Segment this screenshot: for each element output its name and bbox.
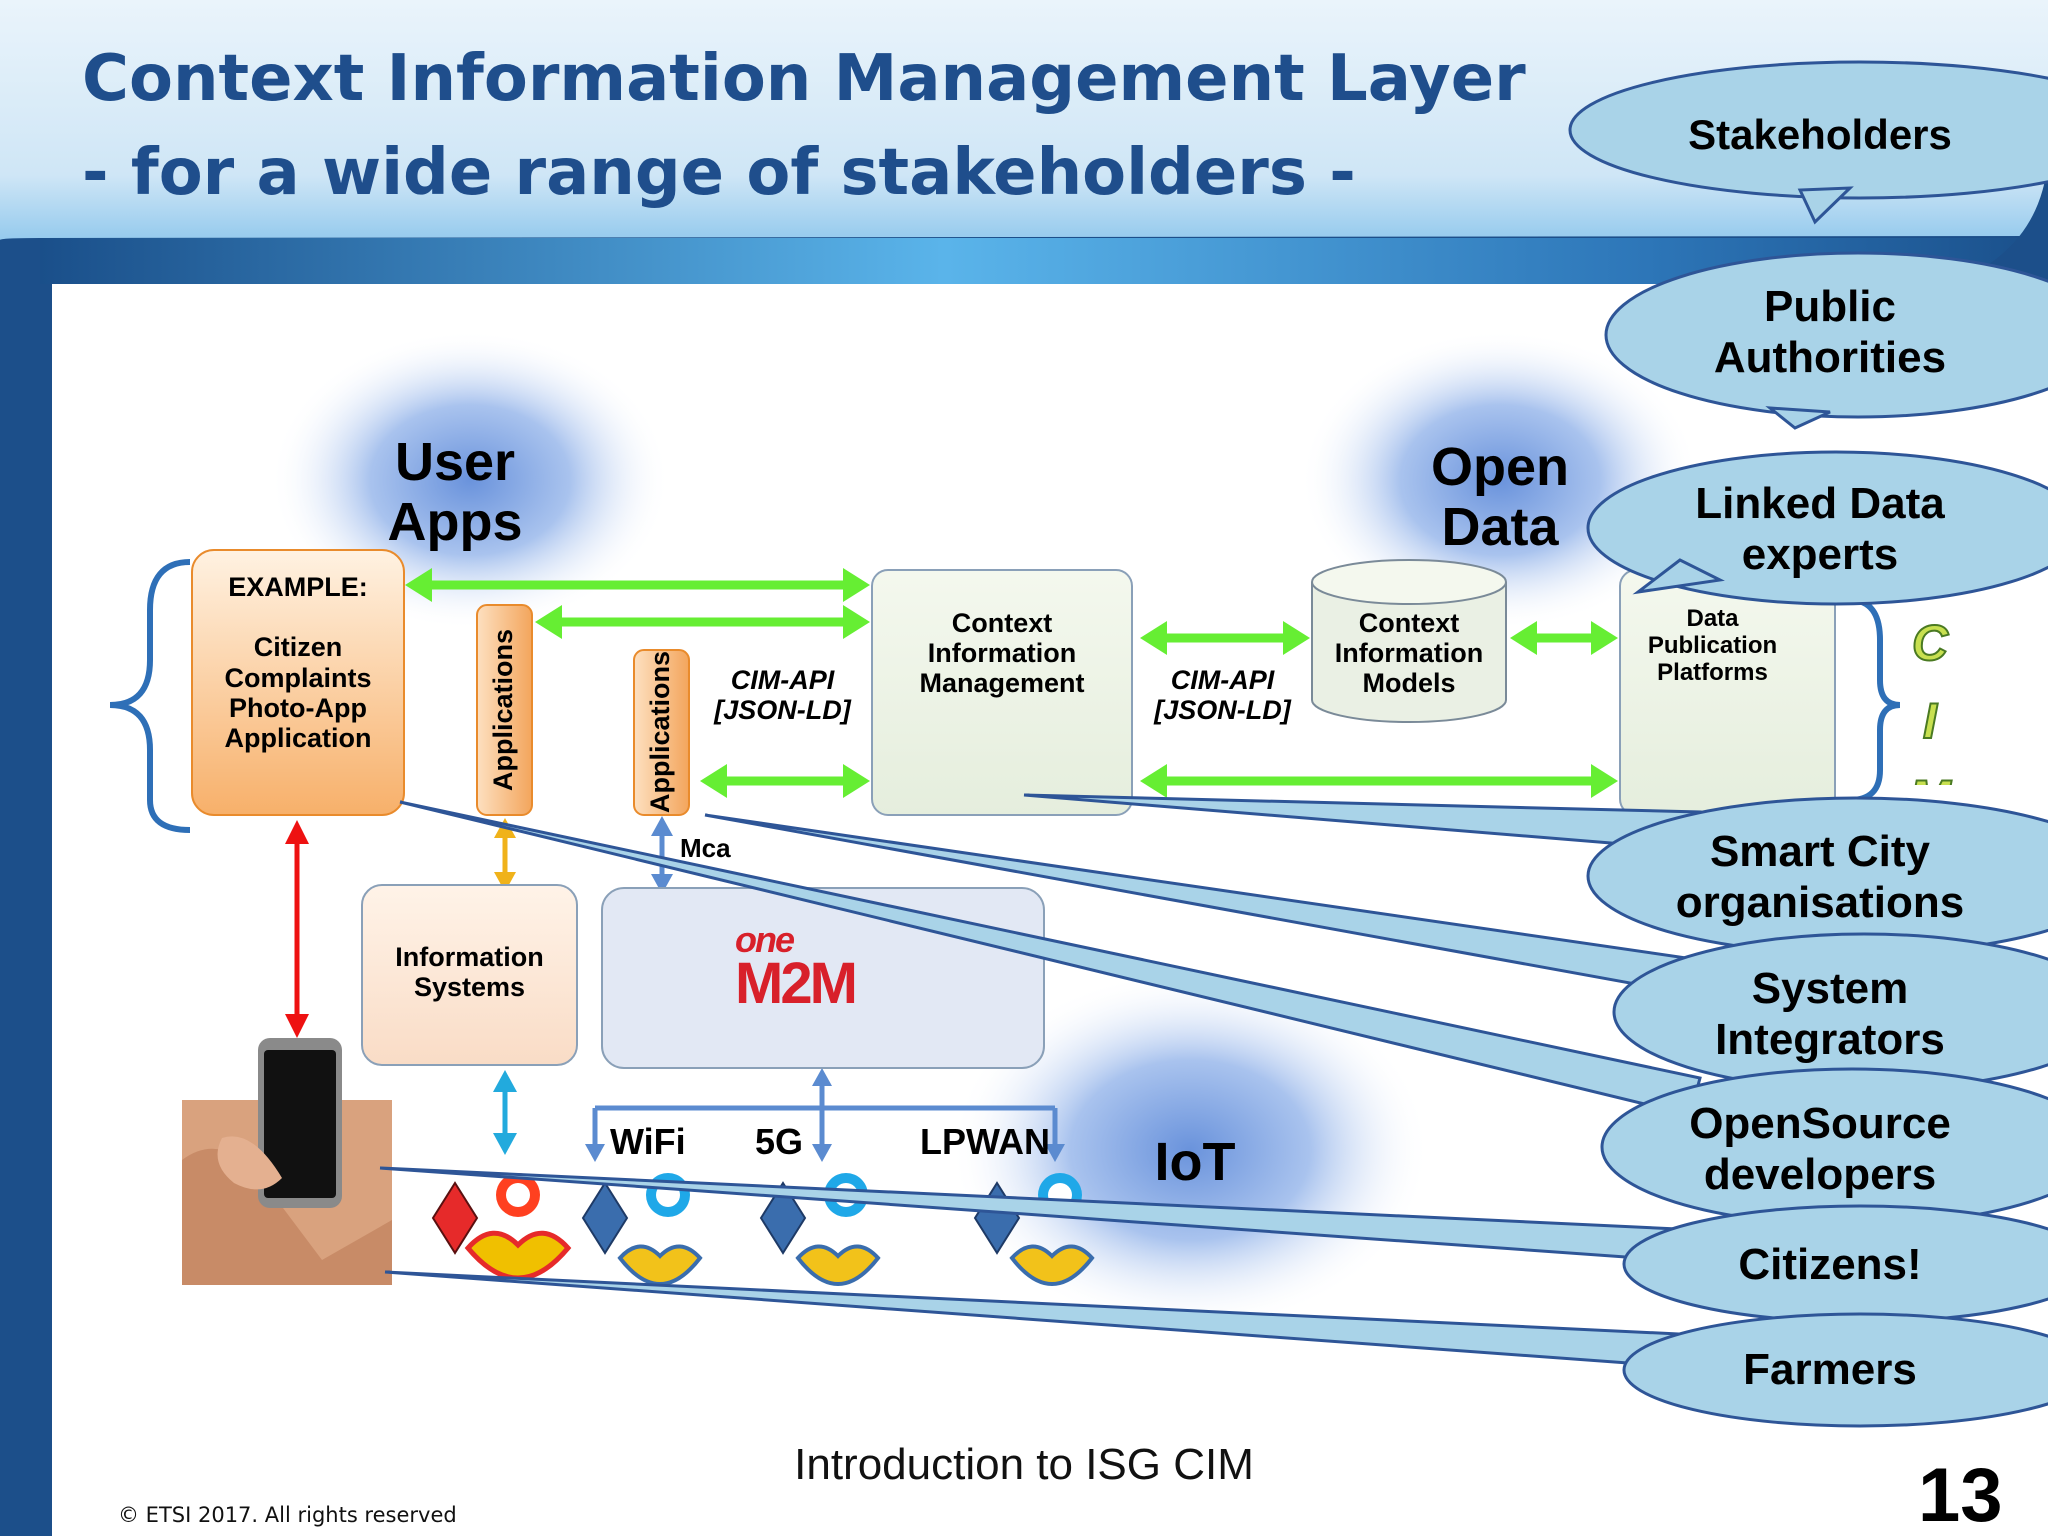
label-wifi: WiFi bbox=[610, 1121, 686, 1162]
label-cim-api-1: CIM-API [JSON-LD] bbox=[714, 665, 851, 726]
label-mca: Mca bbox=[680, 833, 731, 863]
bubble-public-authorities: Public Authorities bbox=[1713, 281, 1947, 382]
cloud-iot: IoT bbox=[1154, 1132, 1236, 1192]
bubble-opensource-developers: OpenSource developers bbox=[1689, 1099, 1951, 1199]
slide-title-line1: Context Information Management Layer bbox=[82, 42, 1526, 116]
label-lpwan: LPWAN bbox=[920, 1121, 1050, 1162]
box-context-information-models: Context Information Models bbox=[1334, 608, 1484, 699]
box-example-app: EXAMPLE: Citizen Complaints Photo-App Ap… bbox=[224, 572, 372, 754]
label-5g: 5G bbox=[755, 1121, 804, 1162]
bubble-linked-data-experts: Linked Data experts bbox=[1695, 479, 1945, 579]
onem2m-logo-top: one bbox=[735, 919, 795, 960]
box-applications-2: Applications bbox=[645, 651, 675, 814]
slide-title-line2: - for a wide range of stakeholders - bbox=[82, 136, 1356, 210]
bubble-smart-city-organisations: Smart City organisations bbox=[1675, 827, 1965, 927]
label-cim-vertical: C I M bbox=[1908, 614, 1952, 785]
box-applications-1: Applications bbox=[488, 629, 518, 792]
label-cim-api-2: CIM-API [JSON-LD] bbox=[1154, 665, 1291, 726]
bubble-system-integrators: System Integrators bbox=[1715, 964, 1945, 1064]
copyright-notice: © ETSI 2017. All rights reserved bbox=[118, 1503, 457, 1527]
onem2m-logo-bottom: M2M bbox=[735, 951, 858, 1016]
cloud-user-apps: User Apps bbox=[387, 432, 523, 553]
box-information-systems: Information Systems bbox=[395, 942, 544, 1003]
bubble-farmers: Farmers bbox=[1743, 1344, 1917, 1394]
bubble-citizens: Citizens! bbox=[1738, 1239, 1922, 1289]
box-context-information-management: Context Information Management bbox=[919, 608, 1085, 699]
cloud-open-data: Open Data bbox=[1430, 437, 1569, 558]
box-data-publication-platforms: Data Publication Platforms bbox=[1647, 605, 1778, 686]
bubble-stakeholders: Stakeholders bbox=[1688, 110, 1952, 158]
page-number: 13 bbox=[1918, 1453, 2003, 1538]
slide-footer-title: Introduction to ISG CIM bbox=[794, 1440, 1254, 1489]
